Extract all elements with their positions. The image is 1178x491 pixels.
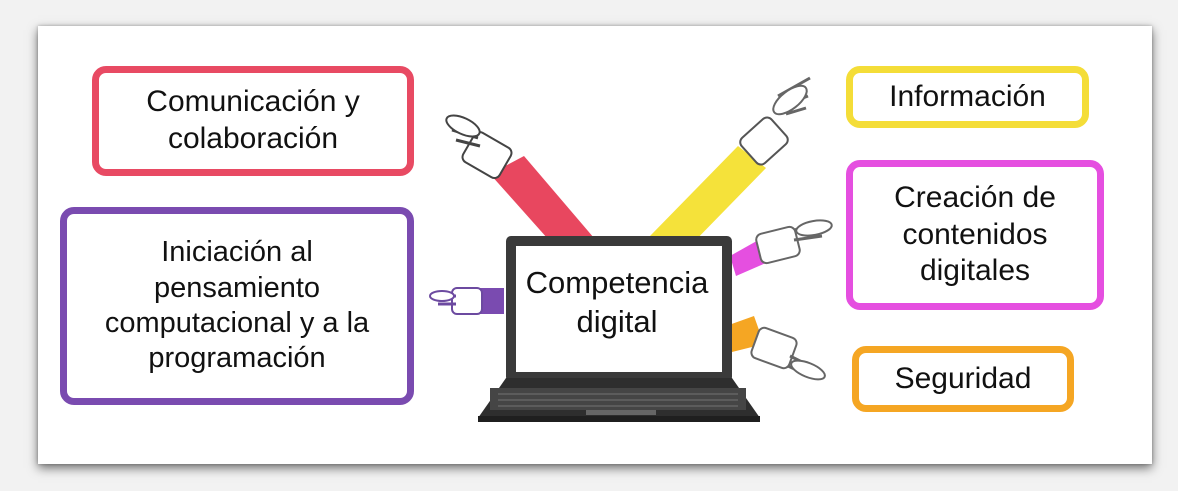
diagram-illustration	[429, 76, 833, 422]
competence-label: Seguridad	[894, 361, 1032, 395]
hand-pointer-orange-icon	[726, 316, 826, 381]
competence-box-seguridad: Seguridad	[852, 346, 1074, 412]
laptop-icon	[478, 236, 760, 422]
hand-pointer-red-icon	[445, 114, 594, 248]
competence-box-iniciacion: Iniciación al pensamiento computacional …	[60, 207, 414, 405]
hand-pointer-purple-icon	[429, 287, 504, 315]
competence-box-comunicacion: Comunicación y colaboración	[92, 66, 414, 176]
competence-label: Información	[889, 79, 1046, 113]
hand-pointer-magenta-icon	[730, 219, 833, 276]
diagram-card: Comunicación y colaboración Iniciación a…	[38, 26, 1152, 464]
competence-box-creacion: Creación de contenidos digitales	[846, 160, 1104, 310]
competence-box-informacion: Información	[846, 66, 1089, 128]
competence-label: Comunicación y colaboración	[146, 85, 360, 155]
competence-label: Iniciación al pensamiento computacional …	[104, 236, 370, 375]
competence-label: Creación de contenidos digitales	[894, 181, 1056, 288]
center-title-line2: digital	[576, 303, 658, 339]
hand-pointer-yellow-icon	[650, 76, 811, 248]
laptop-screen-title: Competencia digital	[512, 264, 722, 342]
center-title-line1: Competencia	[525, 265, 709, 300]
